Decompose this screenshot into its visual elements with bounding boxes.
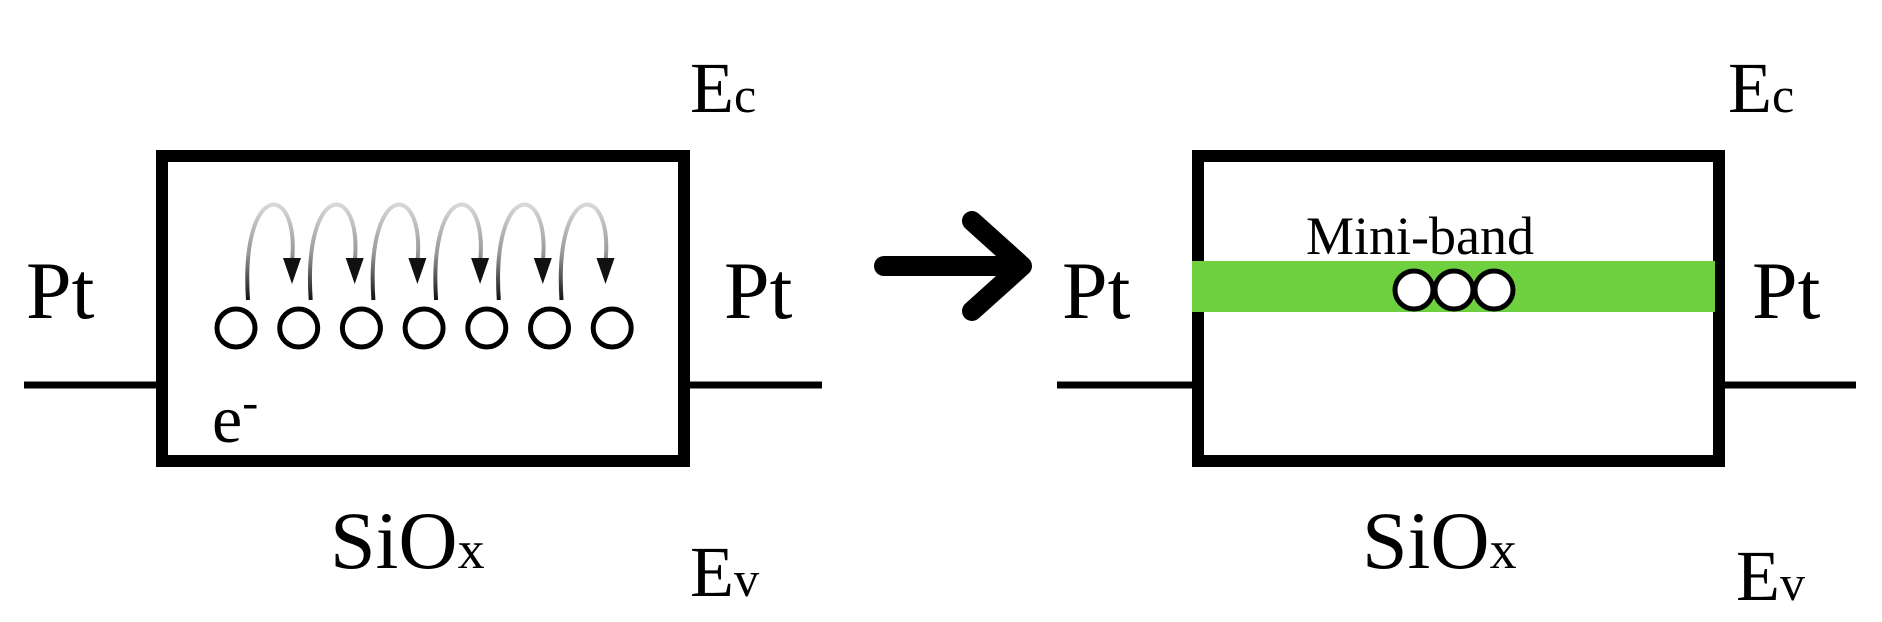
hop-arrowhead: [283, 258, 301, 284]
material-symbol: SiO: [1362, 495, 1490, 586]
right-material-label: SiOx: [1362, 495, 1517, 586]
hop-arrow: [433, 202, 490, 301]
conduction-band-symbol: E: [690, 48, 734, 128]
material-subscript: x: [458, 520, 485, 580]
electron-trap-circle: [277, 306, 321, 350]
electron-superscript: -: [242, 376, 258, 429]
material-symbol: SiO: [330, 495, 458, 586]
hop-arrowhead: [408, 258, 427, 284]
electron-trap-circle: [339, 306, 383, 350]
mini-band-label: Mini-band: [1306, 206, 1534, 266]
hop-arc: [370, 202, 421, 301]
conduction-band-subscript: c: [1772, 67, 1794, 123]
right-valence-band-label: Ev: [1736, 536, 1805, 616]
mini-band-trap-circle: [1432, 268, 1476, 312]
hop-arrows: [245, 202, 615, 301]
left-panel: Pt Pt Ec Ev SiOx e-: [24, 48, 822, 612]
valence-band-symbol: E: [1736, 536, 1780, 616]
mini-band-traps: [1392, 268, 1516, 312]
mini-band-trap-circle: [1472, 268, 1516, 312]
valence-band-subscript: v: [1780, 555, 1805, 611]
electron-trap-circle: [590, 306, 634, 350]
valence-band-symbol: E: [690, 532, 734, 612]
left-conduction-band-label: Ec: [690, 48, 756, 128]
left-valence-band-label: Ev: [690, 532, 759, 612]
mini-band-trap-circle: [1392, 268, 1436, 312]
transition-arrow: [874, 211, 1032, 321]
electron-traps: [214, 306, 634, 350]
electron-trap-circle: [402, 306, 446, 350]
left-electrode-left-label: Pt: [26, 245, 95, 336]
right-electrode-left-label: Pt: [1062, 245, 1131, 336]
hop-arrow: [370, 202, 427, 301]
hop-arrow: [496, 202, 552, 301]
electron-trap-circle: [214, 306, 258, 350]
left-material-label: SiOx: [330, 495, 485, 586]
hop-arrowhead: [533, 258, 552, 284]
hop-arc: [433, 202, 483, 301]
conduction-band-symbol: E: [1728, 48, 1772, 128]
hop-arrow: [558, 202, 615, 301]
hop-arrowhead: [596, 258, 615, 284]
hop-arrowhead: [471, 258, 490, 284]
left-electrode-right-label: Pt: [724, 245, 793, 336]
right-electrode-right-label: Pt: [1752, 245, 1821, 336]
electron-trap-circle: [528, 306, 571, 350]
hop-arc: [245, 202, 295, 301]
hop-arrow: [307, 202, 364, 301]
electron-trap-circle: [465, 306, 509, 350]
right-panel: Mini-band Pt Pt Ec Ev SiOx: [1057, 48, 1856, 616]
electron-label: e-: [212, 376, 258, 457]
arrow-head: [962, 211, 1032, 321]
hop-arrowhead: [345, 258, 364, 284]
hop-arc: [307, 202, 358, 301]
right-conduction-band-label: Ec: [1728, 48, 1794, 128]
hop-arc: [496, 202, 546, 301]
hop-arrow: [245, 202, 301, 301]
material-subscript: x: [1490, 520, 1517, 580]
conduction-band-subscript: c: [734, 67, 756, 123]
hop-arc: [558, 202, 609, 301]
valence-band-subscript: v: [734, 551, 759, 607]
electron-symbol: e: [212, 381, 242, 457]
